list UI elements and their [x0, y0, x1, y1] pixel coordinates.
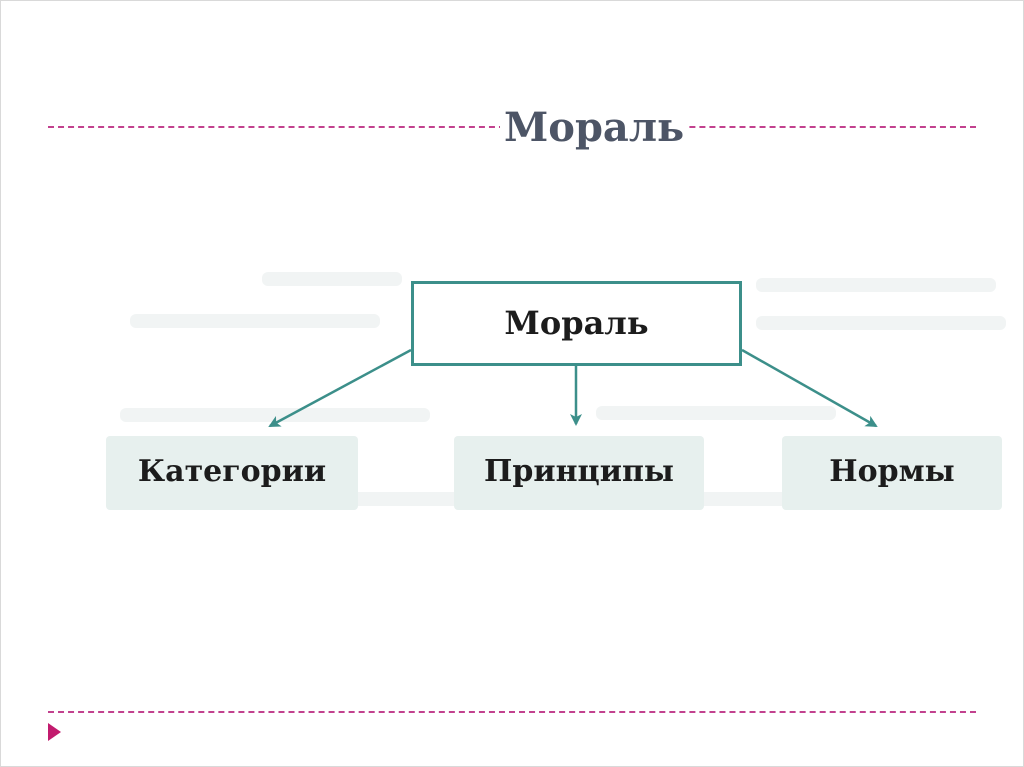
child-node-label: Принципы: [484, 454, 674, 489]
child-node-principles: Принципы: [454, 436, 704, 510]
bottom-dashed-rule: [48, 711, 976, 713]
child-node-categories: Категории: [106, 436, 358, 510]
background-trace: [262, 272, 402, 286]
background-trace: [120, 408, 430, 422]
child-node-label: Нормы: [829, 454, 955, 489]
next-slide-icon[interactable]: [48, 723, 61, 741]
root-node: Мораль: [411, 281, 742, 366]
root-node-label: Мораль: [504, 304, 649, 342]
background-trace: [756, 316, 1006, 330]
background-trace: [130, 314, 380, 328]
background-trace: [596, 406, 836, 420]
child-node-norms: Нормы: [782, 436, 1002, 510]
slide-title: Мораль: [500, 104, 689, 152]
child-node-label: Категории: [137, 454, 327, 489]
background-trace: [756, 278, 996, 292]
